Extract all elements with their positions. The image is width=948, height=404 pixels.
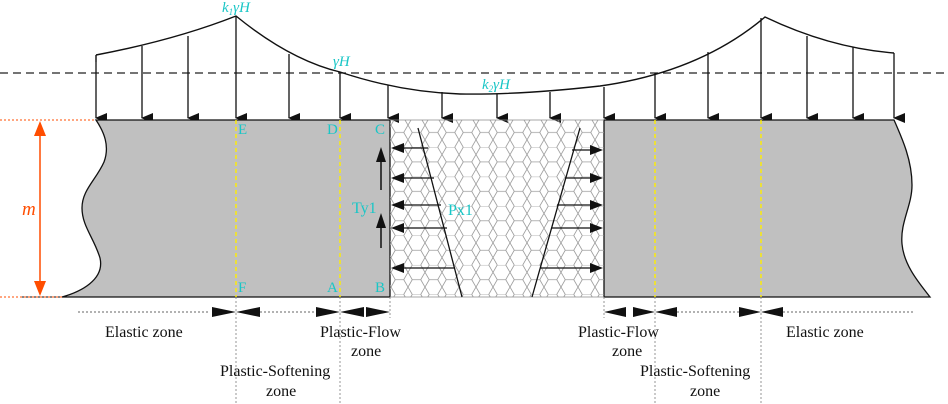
height-label: m	[22, 199, 36, 220]
pressure-arrowhead	[590, 145, 603, 155]
point-C: C	[375, 122, 385, 138]
right-plastic-flow-label-line2: zone	[612, 343, 642, 360]
shear-force-label: Ty1	[352, 200, 377, 217]
shear-arrowhead-lower	[376, 213, 386, 228]
point-B: B	[375, 280, 385, 296]
right-coal-pillar	[603, 119, 932, 298]
pressure-arrowhead	[590, 173, 603, 183]
right-pressure-arrows	[540, 145, 603, 273]
pressure-arrowhead	[391, 263, 404, 273]
goaf-hexagon-zone	[390, 120, 604, 297]
pressure-arrowhead	[391, 223, 404, 233]
pressure-arrowhead	[391, 200, 404, 210]
left-elastic-zone-label: Elastic zone	[105, 324, 183, 341]
point-E: E	[238, 122, 247, 138]
right-elastic-zone-label: Elastic zone	[786, 324, 864, 341]
left-plastic-flow-label-line1: Plastic-Flow	[320, 324, 401, 341]
pressure-arrowhead	[391, 173, 404, 183]
left-coal-pillar	[61, 119, 391, 298]
left-pressure-slope	[417, 127, 463, 298]
initial-stress-label: γH	[333, 54, 351, 70]
point-F: F	[238, 280, 246, 296]
pressure-arrowhead	[590, 263, 603, 273]
right-pressure-slope	[531, 127, 581, 298]
peak-stress-label: k1γH	[222, 0, 251, 17]
pressure-arrowhead	[391, 143, 404, 153]
point-A: A	[327, 280, 338, 296]
lateral-pressure-label: Px1	[448, 202, 473, 219]
height-arrow-top	[34, 121, 46, 136]
point-D: D	[327, 122, 338, 138]
zone-guide-lines	[235, 297, 762, 404]
zone-dimension-line	[78, 307, 914, 317]
pressure-arrowhead	[590, 223, 603, 233]
right-plastic-flow-label-line1: Plastic-Flow	[578, 324, 659, 341]
floor-stress-label: k2γH	[482, 77, 511, 94]
left-plastic-softening-label-line2: zone	[266, 383, 296, 400]
left-plastic-flow-label-line2: zone	[351, 343, 381, 360]
right-plastic-softening-label-line2: zone	[690, 383, 720, 400]
height-arrow-bottom	[34, 281, 46, 296]
left-plastic-softening-label-line1: Plastic-Softening	[220, 363, 330, 380]
left-pressure-arrows	[391, 143, 455, 273]
shear-arrowhead-upper	[376, 147, 386, 162]
right-plastic-softening-label-line1: Plastic-Softening	[640, 363, 750, 380]
load-arrows	[95, 16, 905, 123]
pressure-arrowhead	[590, 200, 603, 210]
